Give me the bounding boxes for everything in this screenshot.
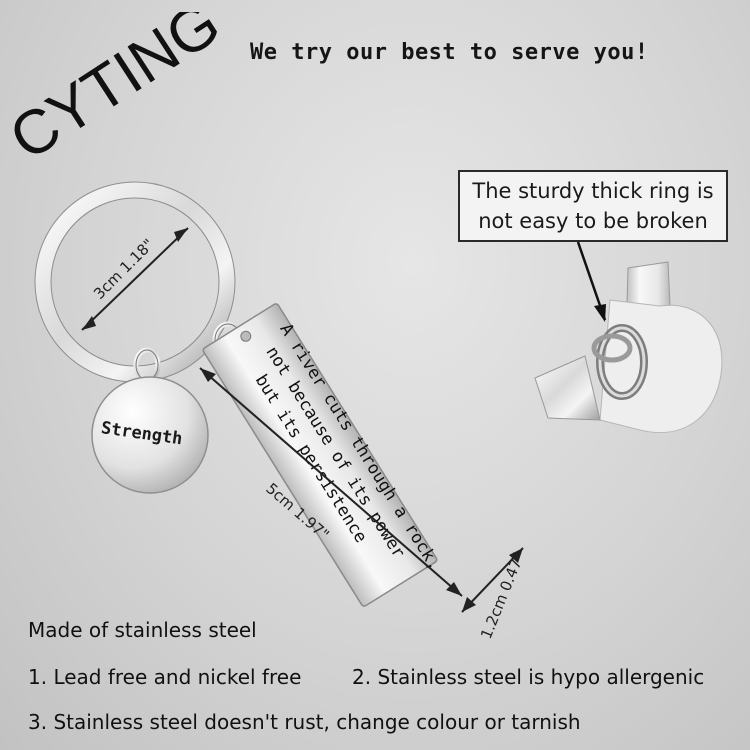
- feature-3: 3. Stainless steel doesn't rust, change …: [28, 710, 581, 734]
- bar-length-line: [199, 367, 463, 597]
- ring-dimension-line: [81, 227, 189, 331]
- feature-2: 2. Stainless steel is hypo allergenic: [352, 665, 705, 689]
- callout-line-2: not easy to be broken: [478, 209, 708, 233]
- engraved-bar: [202, 303, 438, 607]
- bar-width-label: 1.2cm 0.47": [477, 550, 528, 642]
- slogan: We try our best to serve you!: [250, 40, 649, 65]
- round-charm: [91, 376, 209, 494]
- ring-callout: The sturdy thick ring is not easy to be …: [458, 170, 728, 242]
- ring-dimension-label: 3cm 1.18": [90, 235, 158, 303]
- feature-material: Made of stainless steel: [28, 618, 257, 642]
- brand-logo: CYTING: [8, 12, 232, 174]
- feature-1: 1. Lead free and nickel free: [28, 665, 302, 689]
- bar-width-line: [461, 547, 524, 613]
- ring-closeup: [534, 261, 723, 434]
- split-ring: [35, 182, 235, 382]
- callout-line-1: The sturdy thick ring is: [472, 179, 714, 203]
